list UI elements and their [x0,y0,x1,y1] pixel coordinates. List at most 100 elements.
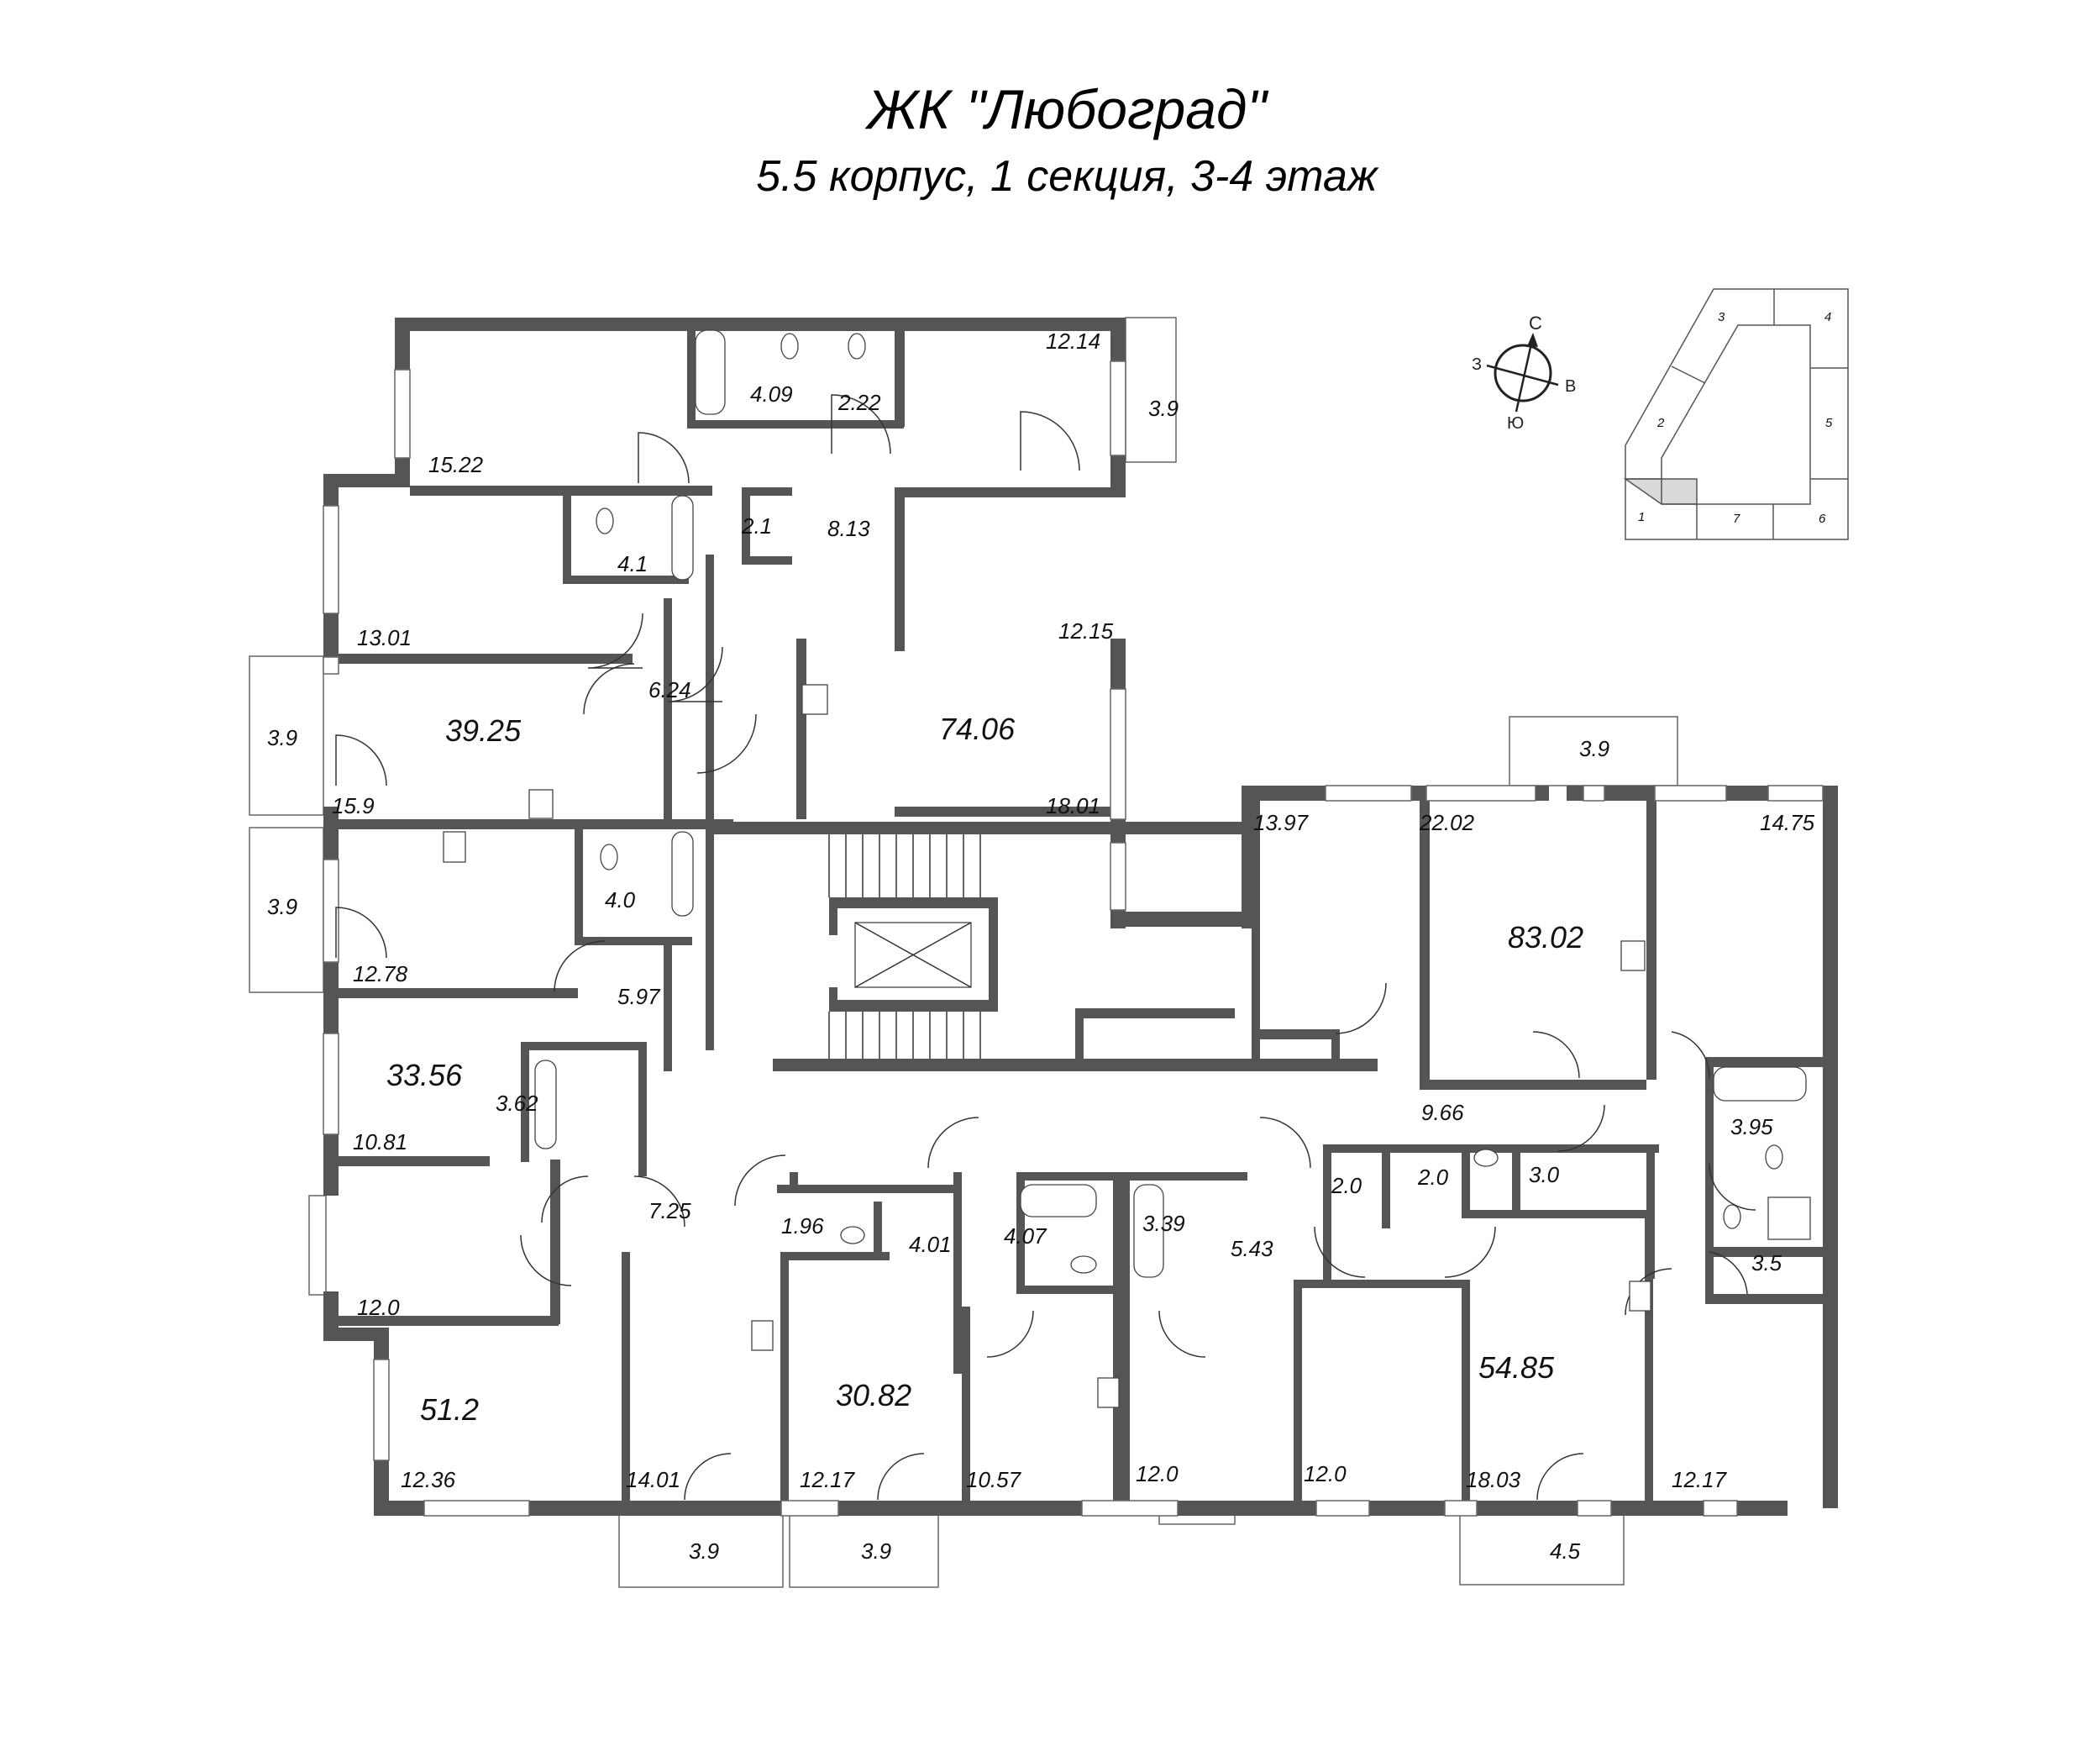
area-label: 1.96 [781,1213,824,1239]
area-label: 14.75 [1760,810,1815,835]
area-label: 12.17 [800,1467,856,1492]
compass-icon: С З В Ю [1472,313,1576,433]
area-label: 12.0 [1136,1461,1179,1486]
bathtub-icon [1713,1066,1807,1102]
key-section-3: 3 [1718,310,1725,324]
stove-icon [443,831,466,863]
stove-icon [801,684,828,715]
area-label: 3.9 [267,725,297,750]
area-label: 3.39 [1142,1211,1185,1236]
toilet-icon [1070,1255,1097,1274]
compass-west-label: З [1472,355,1482,374]
stairs [828,834,981,1059]
toilet-icon [840,1226,865,1244]
area-label: 12.17 [1672,1467,1728,1492]
stove-icon [528,789,554,819]
area-label: 10.57 [966,1467,1022,1492]
area-label: 18.03 [1466,1467,1521,1492]
toilet-icon [600,844,618,870]
key-section-6: 6 [1819,512,1826,526]
area-label: 5.43 [1231,1236,1273,1261]
area-label: 3.5 [1751,1250,1782,1275]
toilet-icon [596,507,614,534]
area-label: 12.14 [1046,329,1100,354]
bathtub-icon [1020,1184,1097,1217]
area-label: 15.9 [332,793,375,818]
toilet-icon [1723,1204,1741,1229]
area-label: 3.9 [267,894,297,919]
compass-north-label: С [1529,313,1542,334]
area-label: 3.9 [1579,736,1609,761]
compass-east-label: В [1565,377,1576,396]
area-label: 7.25 [648,1198,691,1223]
key-section-4: 4 [1824,310,1831,324]
stove-icon [751,1320,774,1351]
area-label: 12.15 [1058,618,1114,644]
area-label: 13.01 [357,625,412,650]
area-label: 3.0 [1529,1162,1560,1187]
apartment-total-label: 74.06 [939,712,1016,746]
toilet-icon [848,333,866,360]
area-label: 22.02 [1419,810,1475,835]
key-plan-labels: 1 2 3 4 5 6 7 [1638,310,1833,526]
doors [335,394,1756,1501]
area-label: 15.22 [428,452,484,477]
area-label: 3.62 [496,1091,538,1116]
area-label: 4.0 [605,887,636,912]
area-label: 13.97 [1253,810,1310,835]
area-label: 3.9 [689,1538,719,1564]
apartment-total-label: 54.85 [1478,1350,1555,1385]
apartment-total-label: 30.82 [836,1378,911,1412]
toilet-icon [1473,1149,1499,1167]
area-label: 4.09 [750,381,793,407]
floor-subtitle: 5.5 корпус, 1 секция, 3-4 этаж [756,152,1378,201]
area-label: 12.0 [357,1295,400,1320]
area-label: 3.9 [861,1538,891,1564]
toilet-icon [1765,1144,1783,1170]
area-label: 10.81 [353,1129,407,1154]
area-label: 3.95 [1730,1114,1773,1139]
bathtub-icon [671,831,694,917]
area-label: 8.13 [827,516,870,541]
bathtub-icon [695,329,726,415]
compass-south-label: Ю [1507,414,1524,433]
walls [323,318,1838,1516]
area-label: 4.07 [1004,1223,1047,1249]
windows [323,360,1824,1517]
complex-title: ЖК "Любоград" [867,78,1267,140]
area-label: 2.22 [837,390,881,415]
key-plan [1623,288,1849,540]
area-label: 4.5 [1550,1538,1581,1564]
shower-icon [1767,1196,1811,1240]
bathtub-icon [1133,1184,1164,1278]
area-label: 9.66 [1421,1100,1464,1125]
area-label: 4.01 [909,1232,952,1257]
key-section-5: 5 [1825,416,1833,430]
elevator-icon [854,922,972,988]
area-label: 12.78 [353,961,408,986]
area-labels: 15.22 4.09 2.22 12.14 3.9 13.01 4.1 2.1 … [267,329,1815,1564]
apartment-total-label: 33.56 [386,1058,463,1092]
area-label: 4.1 [617,551,648,576]
key-section-1: 1 [1638,510,1645,524]
key-section-7: 7 [1733,512,1740,526]
area-label: 2.0 [1417,1165,1449,1190]
area-label: 14.01 [626,1467,680,1492]
toilet-icon [780,333,799,360]
apartment-total-label: 39.25 [445,713,522,748]
area-label: 2.0 [1331,1173,1362,1198]
area-label: 2.1 [741,513,772,539]
area-label: 18.01 [1046,793,1100,818]
area-label: 12.0 [1304,1461,1347,1486]
area-label: 3.9 [1148,396,1179,421]
stove-icon [1629,1281,1651,1312]
apartment-total-label: 51.2 [420,1392,479,1427]
stove-icon [1620,940,1646,971]
bathtub-icon [671,495,694,581]
stove-icon [1097,1377,1120,1408]
area-label: 12.36 [401,1467,456,1492]
area-label: 5.97 [617,984,661,1009]
bathtub-icon [534,1060,557,1149]
fixtures [443,329,1811,1408]
